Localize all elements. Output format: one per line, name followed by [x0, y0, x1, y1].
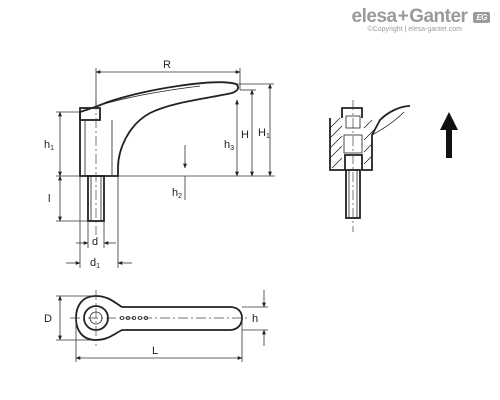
dim-label-H: H	[241, 129, 249, 141]
dim-label-h3: h3	[224, 139, 234, 152]
side-view-dimensions: R h1 l h2 h3 H H1 d	[44, 59, 275, 270]
brand-badge: EG	[473, 11, 490, 23]
dim-label-d1: d1	[90, 257, 100, 270]
dim-label-h: h	[252, 313, 258, 325]
dim-label-H1: H1	[258, 127, 270, 140]
plan-view	[70, 290, 250, 346]
arrow-up-icon	[440, 112, 458, 158]
dim-label-h2: h2	[172, 187, 182, 200]
section-view	[329, 100, 411, 232]
dim-label-L: L	[152, 345, 158, 357]
lever-body-outline	[79, 81, 239, 177]
brand-name-right: Ganter	[409, 6, 468, 27]
brand-plus: +	[397, 6, 409, 27]
dim-label-h1: h1	[44, 139, 54, 152]
dim-label-D: D	[44, 313, 52, 325]
brand-name-left: elesa	[351, 6, 398, 27]
side-view	[79, 81, 239, 235]
plan-view-dimensions: D L h	[44, 290, 268, 362]
brand-logo: elesa+Ganter EG ©Copyright | elesa-ganter…	[300, 6, 490, 42]
brand-copyright: ©Copyright | elesa-ganter.com	[367, 26, 462, 33]
dim-label-l: l	[48, 193, 50, 205]
hub-cap	[79, 107, 101, 121]
dim-label-R: R	[163, 59, 171, 71]
dim-label-d: d	[92, 236, 98, 248]
